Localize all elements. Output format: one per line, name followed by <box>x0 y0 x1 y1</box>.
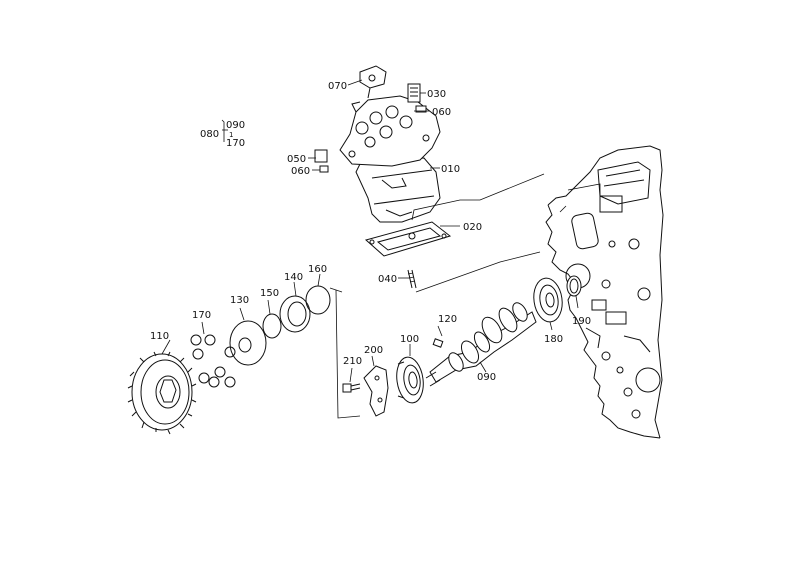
leader-lines <box>161 79 579 419</box>
label-080: 080 <box>200 129 219 140</box>
part-labels: 070 030 060 090 080 1 170 050 060 010 02… <box>150 81 591 383</box>
label-170-balls: 170 <box>192 310 211 321</box>
label-120: 120 <box>438 314 457 325</box>
pump-gasket <box>364 221 452 257</box>
label-100: 100 <box>400 334 419 345</box>
circle-plate-130 <box>229 320 267 366</box>
label-070: 070 <box>328 81 347 92</box>
label-050: 050 <box>287 154 306 165</box>
label-140: 140 <box>284 272 303 283</box>
o-ring-160 <box>305 285 331 315</box>
label-020: 020 <box>463 222 482 233</box>
label-060-left: 060 <box>291 166 310 177</box>
bolt-210 <box>342 383 361 393</box>
label-200: 200 <box>364 345 383 356</box>
camshaft <box>425 302 537 387</box>
cam-gear <box>127 351 197 435</box>
label-160: 160 <box>308 264 327 275</box>
stud-bolt <box>407 269 417 289</box>
label-060-top: 060 <box>432 107 451 118</box>
label-range-1: 1 <box>229 131 233 139</box>
engine-block <box>545 145 664 439</box>
label-090-ref: 090 <box>226 120 245 131</box>
seal-ring-190 <box>566 275 582 297</box>
label-150: 150 <box>260 288 279 299</box>
balls-170 <box>190 334 236 388</box>
bearing-front <box>396 356 424 404</box>
label-170-ref: 170 <box>226 138 245 149</box>
circlip-150 <box>262 313 282 339</box>
label-110: 110 <box>150 331 169 342</box>
ring-140 <box>279 295 311 333</box>
injection-pump <box>314 65 441 223</box>
bearing-rear <box>533 277 563 323</box>
label-030: 030 <box>427 89 446 100</box>
label-210: 210 <box>343 356 362 367</box>
label-010: 010 <box>441 164 460 175</box>
label-190: 190 <box>572 316 591 327</box>
label-040: 040 <box>378 274 397 285</box>
label-180: 180 <box>544 334 563 345</box>
thrust-plate <box>363 365 389 417</box>
label-130: 130 <box>230 295 249 306</box>
label-090-camshaft: 090 <box>477 372 496 383</box>
